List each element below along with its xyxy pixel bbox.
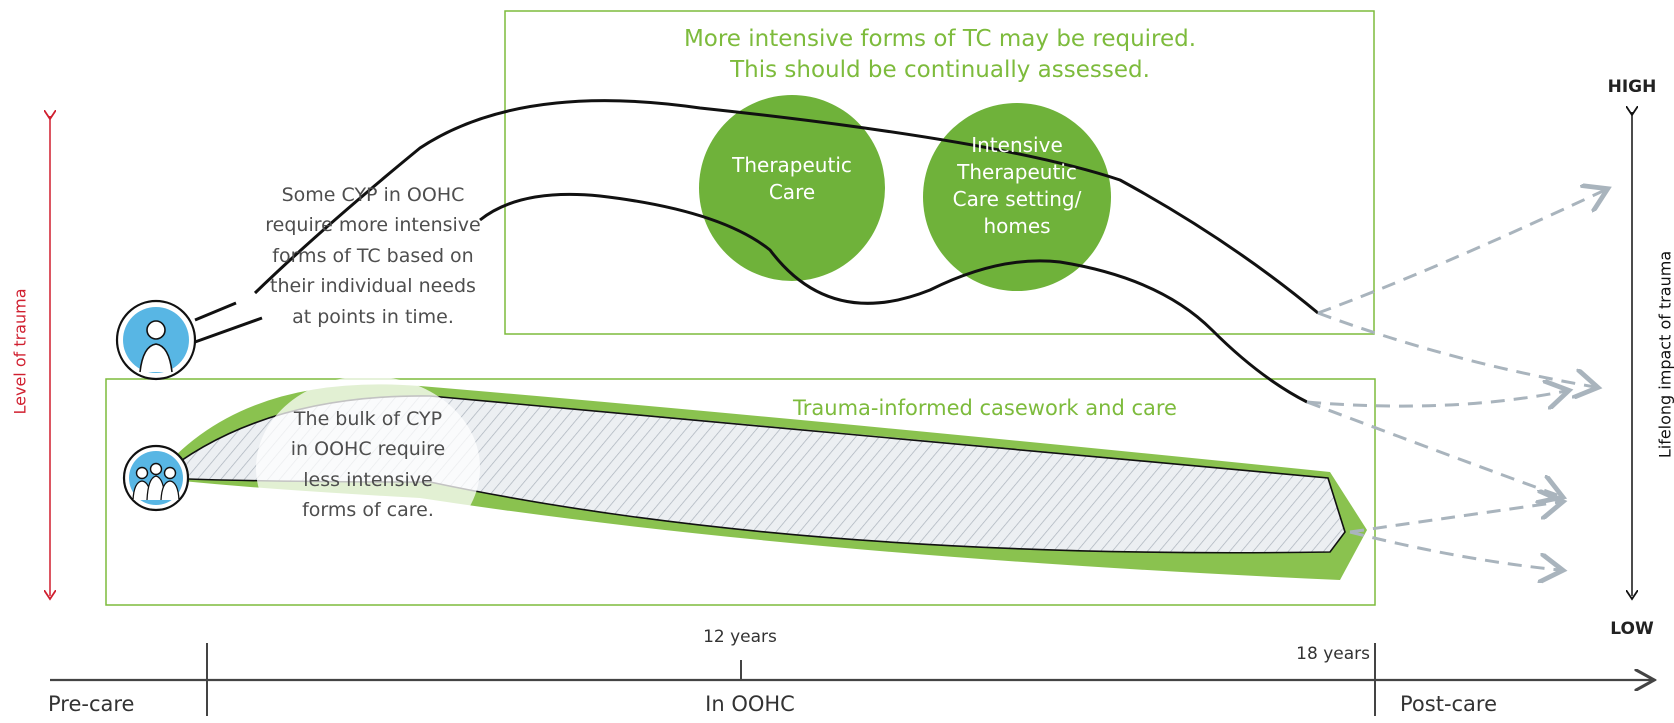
intensive-care-label-line: Care setting/ (952, 187, 1082, 211)
outcome-arrow-mid-2 (1306, 400, 1560, 496)
tick-18-label: 18 years (1296, 644, 1370, 664)
intensive-tc-box (504, 10, 1375, 335)
outcome-arrow-high-1 (1317, 190, 1605, 315)
trajectory-high (194, 99, 1319, 322)
impact-high-label: HIGH (1607, 77, 1657, 97)
group-icon (122, 444, 190, 512)
some-cyp-note-line: their individual needs (270, 275, 476, 298)
bulk-cyp-note-line: less intensive (303, 468, 433, 491)
top-box-line2: This should be continually assessed. (730, 57, 1150, 84)
intensive-care-label-line: Therapeutic (957, 160, 1077, 184)
bulk-note-glow (256, 376, 480, 560)
outcome-arrow-mid-1 (1306, 391, 1566, 406)
some-cyp-note-line: forms of TC based on (272, 244, 474, 267)
casework-title: Trauma-informed casework and care (793, 396, 1177, 420)
some-cyp-note-line: Some CYP in OOHC (281, 184, 465, 206)
outcome-arrow-high-2 (1317, 311, 1595, 387)
person-icon (115, 299, 197, 381)
bulk-cyp-note-line: The bulk of CYP (293, 408, 443, 430)
intensive-care-label-line: homes (983, 214, 1051, 238)
some-cyp-note-line: at points in time. (292, 305, 454, 328)
intensive-care-label-line: Intensive (971, 133, 1063, 157)
precare-label: Pre-care (48, 692, 135, 716)
trajectory-mid (194, 192, 1308, 404)
intensive-care-circle (923, 103, 1111, 291)
top-box-line1: More intensive forms of TC may be requir… (683, 26, 1197, 52)
tick-12-label: 12 years (703, 627, 777, 647)
intensive-care-label: Intensive Therapeutic Care setting/ home… (922, 132, 1112, 240)
postcare-label: Post-care (1400, 692, 1498, 716)
bulk-cyp-note: The bulk of CYP in OOHC require less int… (268, 404, 468, 526)
outcome-arrow-low-2 (1349, 530, 1560, 570)
trauma-level-label: Level of trauma (10, 288, 30, 415)
top-box-heading: More intensive forms of TC may be requir… (560, 24, 1320, 86)
impact-low-label: LOW (1610, 619, 1654, 639)
in-oohc-label: In OOHC (705, 692, 795, 716)
bulk-cyp-note-line: in OOHC require (290, 438, 446, 461)
bulk-cyp-note-line: forms of care. (302, 499, 434, 522)
some-cyp-note: Some CYP in OOHC require more intensive … (258, 180, 488, 332)
outcome-arrows (1306, 190, 1605, 570)
therapeutic-care-label-line: Care (768, 180, 816, 204)
some-cyp-note-line: require more intensive (265, 214, 481, 237)
casework-box (105, 378, 1376, 606)
outcome-arrow-low-1 (1349, 502, 1560, 534)
impact-axis-label: Lifelong impact of trauma (1655, 250, 1674, 459)
therapeutic-care-label-line: Therapeutic (732, 153, 852, 177)
therapeutic-care-label: Therapeutic Care (702, 152, 882, 206)
